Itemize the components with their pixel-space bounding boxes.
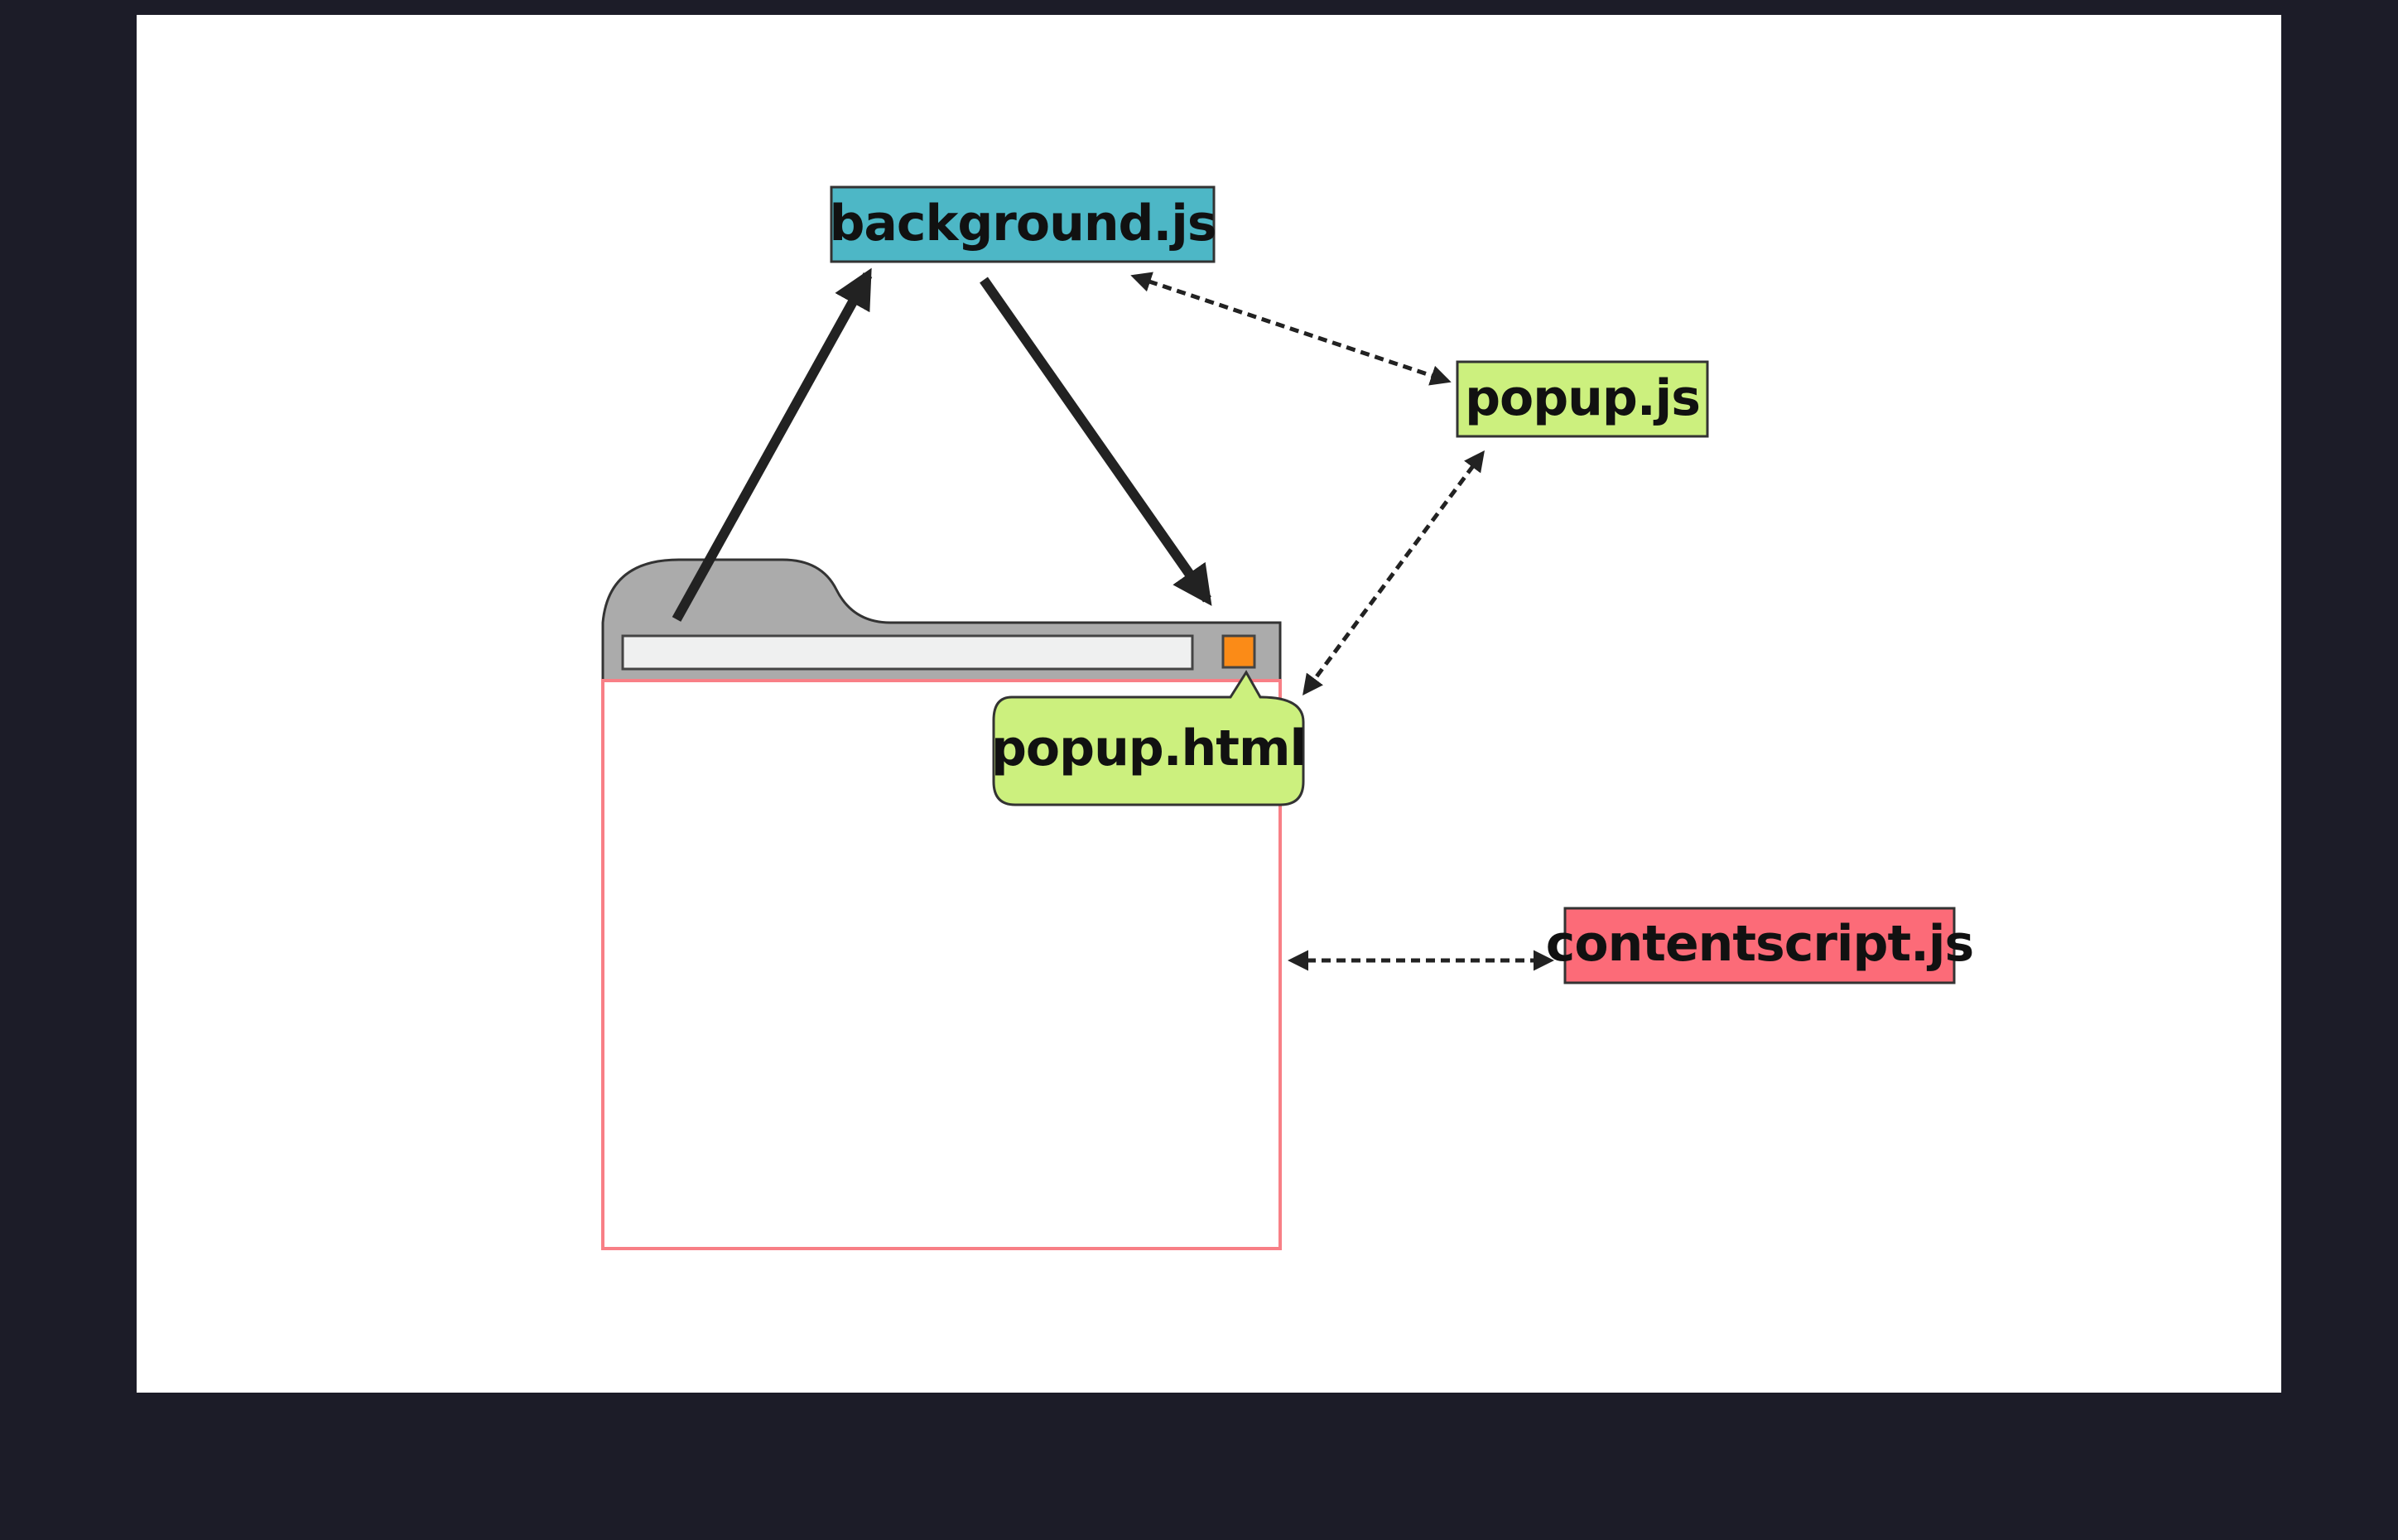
arrow-background-popupjs [1130,272,1452,386]
popup-js-node: popup.js [1456,360,1709,438]
extension-button[interactable] [1221,634,1256,669]
popup-js-box [1456,360,1709,438]
arrow-background-to-extension [980,277,1212,606]
contentscript-js-label: contentscript.js [1546,915,1973,973]
contentscript-js-node: contentscript.js [1546,907,1974,984]
address-bar[interactable] [621,634,1194,671]
arrow-browser-to-background [672,267,873,622]
background-js-label: background.js [829,195,1216,253]
popup-html-bubble [992,670,1305,806]
popup-html-node: popup.html [991,670,1307,806]
popup-js-label: popup.js [1465,369,1700,427]
background-js-box [830,185,1216,263]
arrow-popupjs-popuphtml [1303,450,1485,696]
contentscript-js-box [1563,907,1956,984]
popup-html-label: popup.html [991,719,1306,777]
browser-window [601,558,1282,1250]
background-js-node: background.js [829,185,1217,263]
